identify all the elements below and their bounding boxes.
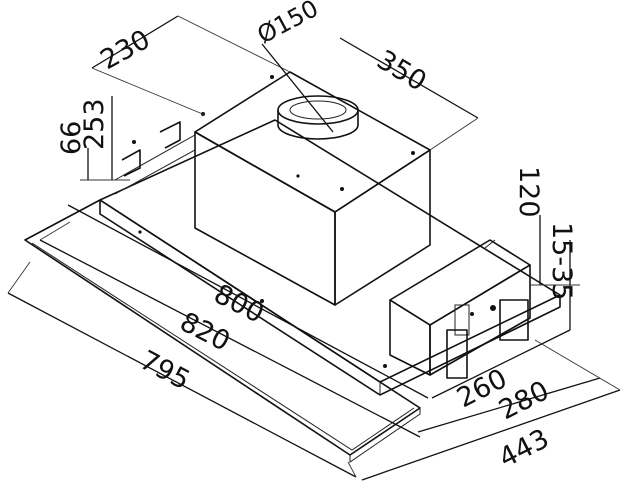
dim-230: 230 [95,24,155,76]
hood-body [24,71,561,463]
control-panel-housing [389,239,531,379]
dim-253: 253 [79,98,110,150]
dim-diameter-150: Ø150 [253,0,323,49]
dimension-labels: 230 Ø150 350 66 253 120 15-35 800 820 79… [56,0,577,474]
dim-66: 66 [56,121,87,155]
dim-120: 120 [513,166,544,218]
left-bracket [121,121,181,177]
dim-350: 350 [371,44,431,97]
exhaust-spigot [277,95,359,140]
motor-box [194,71,431,306]
chassis [99,119,561,383]
dim-15-35: 15-35 [546,222,577,300]
dim-795: 795 [135,345,195,397]
dimension-lines [7,15,621,481]
